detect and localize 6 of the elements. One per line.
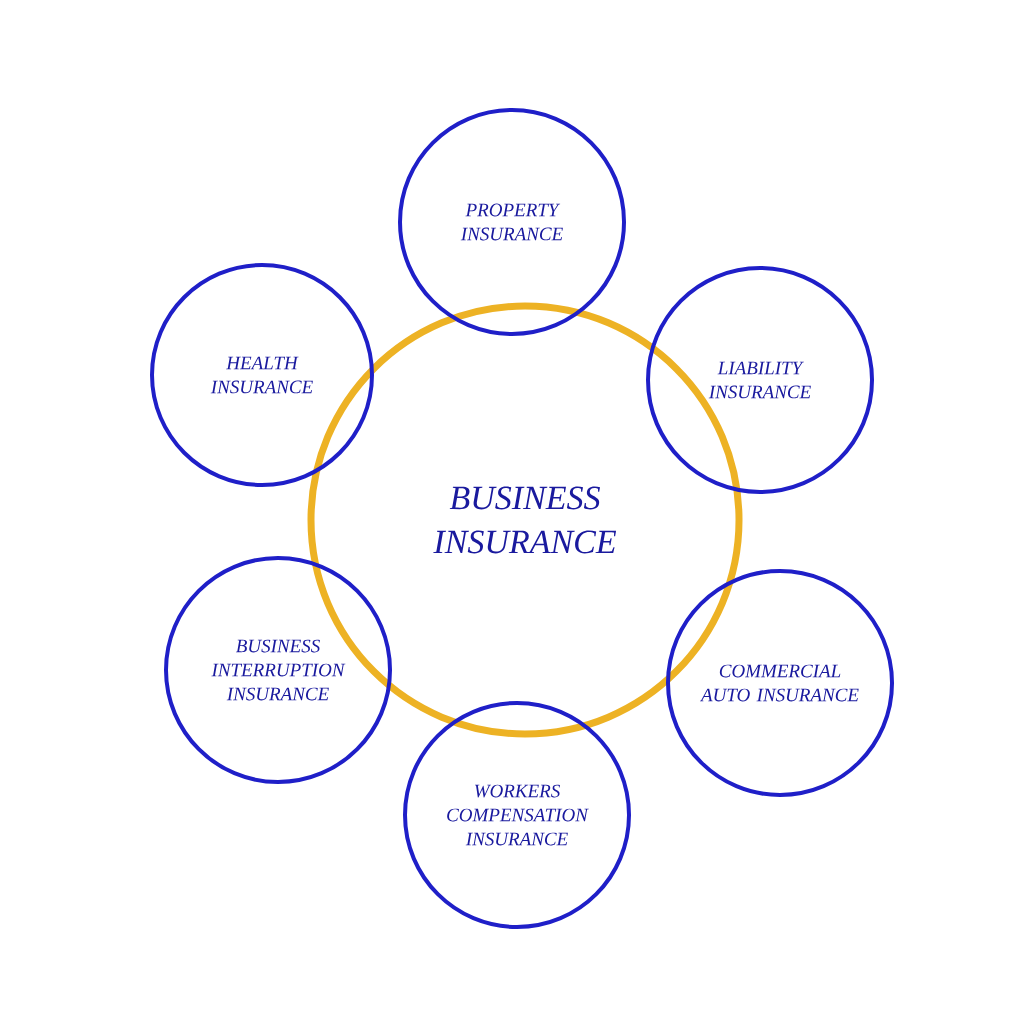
circle-node: BUSINESS INTERRUPTION INSURANCE bbox=[164, 556, 392, 784]
circle-node: HEALTH INSURANCE bbox=[150, 263, 374, 487]
circle-node: LIABILITY INSURANCE bbox=[646, 266, 874, 494]
circle-node: PROPERTY INSURANCE bbox=[398, 108, 626, 336]
circle-node: WORKERS COMPENSATION INSURANCE bbox=[403, 701, 631, 929]
circle-node: COMMERCIAL AUTO INSURANCE bbox=[666, 569, 894, 797]
